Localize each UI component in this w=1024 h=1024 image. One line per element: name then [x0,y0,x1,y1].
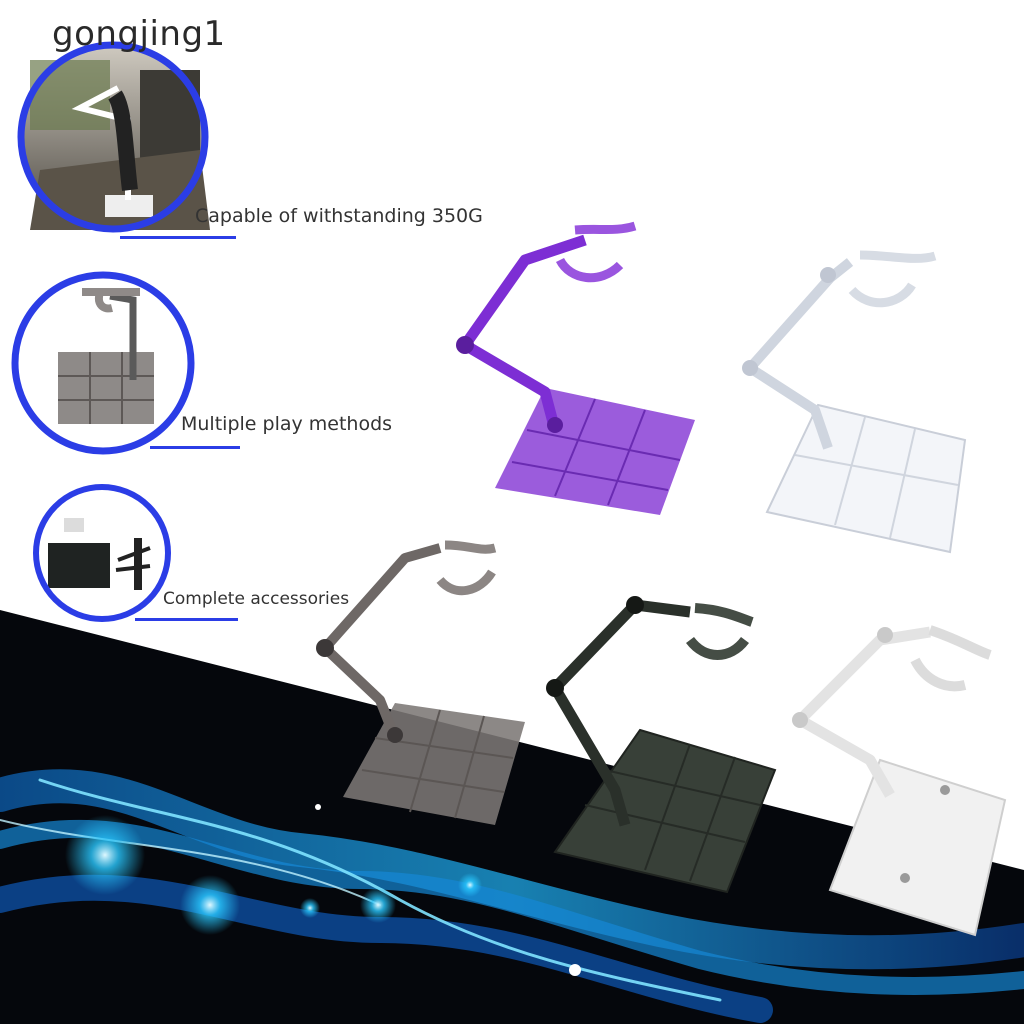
watermark-text: gongjing1 [52,14,226,54]
feature-photo-3 [33,484,171,622]
feature-label-play-methods: Multiple play methods [181,413,393,435]
stand-purple [456,221,695,515]
feature-underline-capacity [120,236,236,239]
stand-white [792,625,1007,937]
stand-clear [742,250,967,554]
feature-underline-accessories [135,618,238,621]
feature-label-accessories: Complete accessories [163,589,350,609]
feature-photo-2 [11,271,195,455]
feature-label-capacity: Capable of withstanding 350G [195,205,483,227]
feature-photo-1 [17,41,210,233]
stand-smoke [316,540,525,825]
glow-sparks [65,804,581,976]
feature-underline-play-methods [150,446,240,449]
stand-black [546,596,777,894]
